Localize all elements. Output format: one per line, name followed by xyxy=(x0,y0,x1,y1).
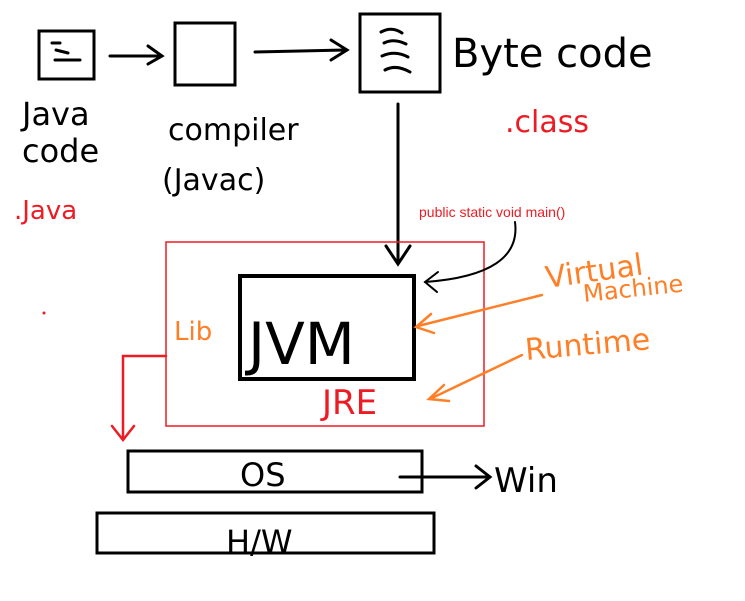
jvm-label: JVM xyxy=(245,310,355,378)
compiler-box-icon xyxy=(173,21,237,87)
arrow-java-to-compiler xyxy=(108,44,165,66)
arrow-compiler-to-bytecode xyxy=(253,38,350,62)
java-code-label-line1: Java xyxy=(20,95,90,133)
os-layer-box xyxy=(126,449,424,494)
arrow-runtime-to-jre xyxy=(426,353,524,403)
lib-label: Lib xyxy=(174,317,212,347)
stray-dot xyxy=(42,311,46,315)
class-extension-label: .class xyxy=(505,105,589,140)
arrow-main-to-jvm xyxy=(423,221,517,293)
hw-label: H/W xyxy=(226,523,292,561)
jre-label: JRE xyxy=(320,383,377,423)
hardware-layer-box xyxy=(95,511,436,555)
byte-code-label: Byte code xyxy=(452,31,653,77)
os-label: OS xyxy=(240,456,286,494)
jre-boundary xyxy=(165,241,485,427)
arrow-lib-to-os xyxy=(110,354,168,443)
main-method-label: public static void main() xyxy=(419,204,565,220)
source-file-icon xyxy=(37,29,96,81)
compiler-label: compiler xyxy=(168,113,299,148)
arrow-virtual-machine-to-jvm xyxy=(413,293,544,335)
win-label: Win xyxy=(494,461,558,501)
java-code-label-line2: code xyxy=(22,132,99,170)
bytecode-file-icon xyxy=(358,12,442,94)
runtime-label: Runtime xyxy=(524,322,652,368)
arrow-bytecode-to-jvm xyxy=(384,102,412,267)
javac-label: (Javac) xyxy=(162,163,265,198)
arrow-os-to-win xyxy=(398,464,493,490)
java-extension-label: .Java xyxy=(14,196,77,226)
